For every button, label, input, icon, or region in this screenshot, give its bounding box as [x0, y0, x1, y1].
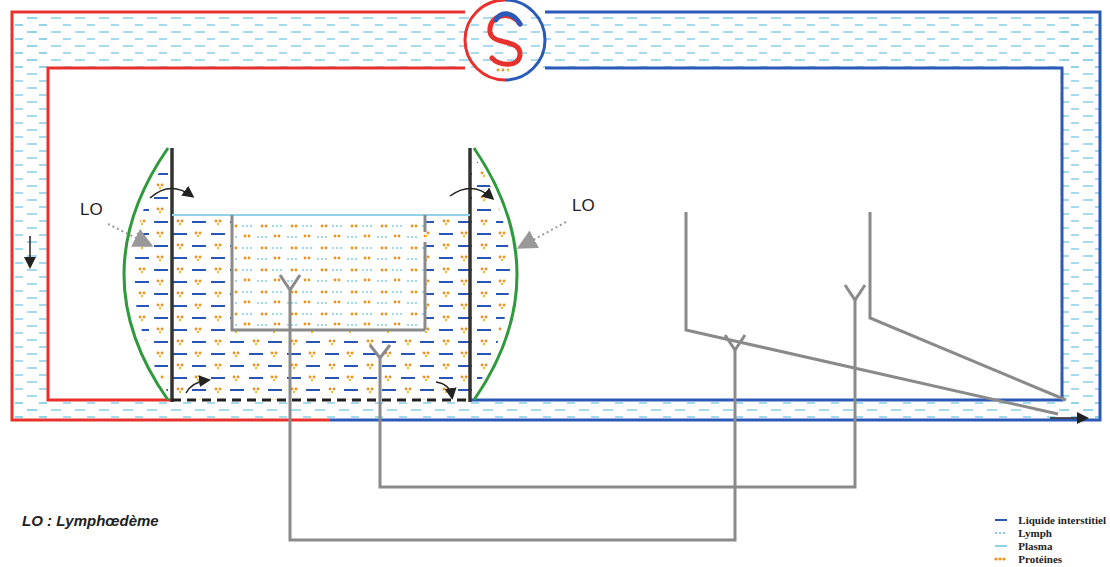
callout-label: LO: [572, 196, 595, 216]
legend-row: Plasma: [994, 539, 1106, 552]
legend-swatch: [994, 529, 1010, 537]
legend-text: Liquide interstitiel: [1018, 514, 1106, 526]
abbreviation-note: LO : Lymphœdème: [22, 512, 159, 529]
legend-text: Lymph: [1018, 527, 1052, 539]
legend-row: Protéines: [994, 552, 1106, 565]
legend-text: Plasma: [1018, 540, 1052, 552]
legend: Liquide interstitielLymphPlasmaProtéines: [994, 513, 1106, 565]
legend-swatch: [994, 555, 1010, 563]
legend-swatch: [994, 542, 1010, 550]
legend-row: Liquide interstitiel: [994, 513, 1106, 526]
legend-row: Lymph: [994, 526, 1106, 539]
callout-label: LO: [80, 200, 103, 220]
legend-text: Protéines: [1018, 553, 1062, 565]
legend-swatch: [994, 516, 1010, 524]
